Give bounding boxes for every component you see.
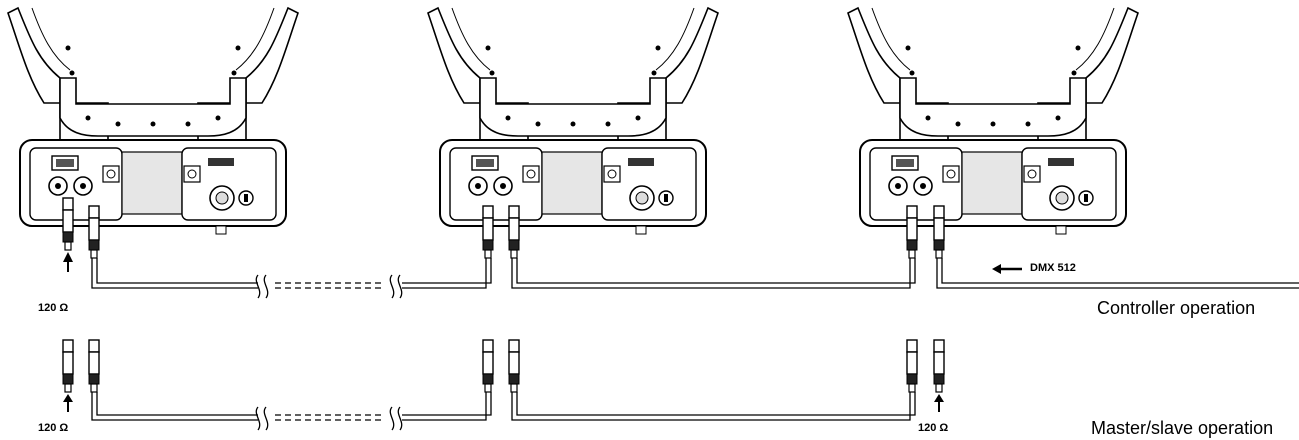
arrow-up-icon [63, 252, 73, 262]
master-slave-wiring [62, 339, 945, 431]
arrow-up-icon [63, 394, 73, 402]
master-slave-caption: Master/slave operation [1091, 418, 1274, 438]
arrow-up-icon [934, 394, 944, 402]
fixture-left [7, 7, 299, 235]
controller-operation-caption: Controller operation [1097, 298, 1256, 318]
terminator-label: 120 Ω [38, 302, 69, 314]
terminator-label-right: 120 Ω [918, 422, 949, 434]
fixture-right [847, 7, 1139, 235]
terminator-label-left: 120 Ω [38, 422, 69, 434]
controller-wiring [62, 197, 1299, 299]
dmx-label: DMX 512 [1030, 262, 1076, 274]
fixture-middle [427, 7, 719, 235]
